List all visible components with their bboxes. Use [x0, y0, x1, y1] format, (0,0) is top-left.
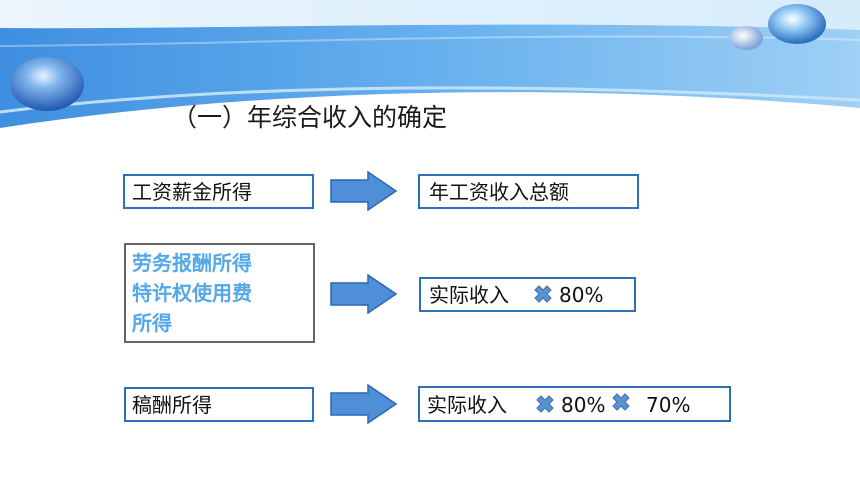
header-banner [0, 0, 860, 140]
factor-value: 80% [561, 393, 606, 417]
multiply-icon [534, 285, 552, 303]
source-label-stack: 劳务报酬所得 特许权使用费 所得 [132, 248, 252, 338]
result-box-annual-salary: 年工资收入总额 [418, 174, 639, 209]
factor-value: 70% [646, 393, 691, 417]
source-label-line-2: 特许权使用费 [132, 281, 252, 305]
factor-value: 80% [559, 283, 604, 307]
multiply-icon [536, 395, 554, 413]
multiply-icon [612, 393, 630, 411]
source-label: 稿酬所得 [132, 393, 212, 417]
page-title: （一）年综合收入的确定 [172, 103, 448, 132]
source-box-labor-royalty: 劳务报酬所得 特许权使用费 所得 [124, 243, 315, 343]
source-box-salary: 工资薪金所得 [123, 174, 314, 209]
right-arrow-icon [330, 171, 398, 211]
source-label-line-3: 所得 [132, 311, 172, 335]
result-box-actual-income-80: 实际收入 80% [419, 277, 636, 312]
right-arrow-icon [330, 384, 398, 424]
source-label: 工资薪金所得 [132, 180, 252, 204]
result-label: 实际收入 [429, 283, 509, 307]
result-label: 年工资收入总额 [429, 180, 569, 204]
result-box-actual-income-80-70: 实际收入 80% 70% [418, 386, 731, 422]
result-label: 实际收入 [427, 393, 507, 417]
source-label-line-1: 劳务报酬所得 [132, 251, 252, 275]
right-arrow-icon [330, 274, 398, 314]
source-box-manuscript: 稿酬所得 [124, 387, 314, 422]
